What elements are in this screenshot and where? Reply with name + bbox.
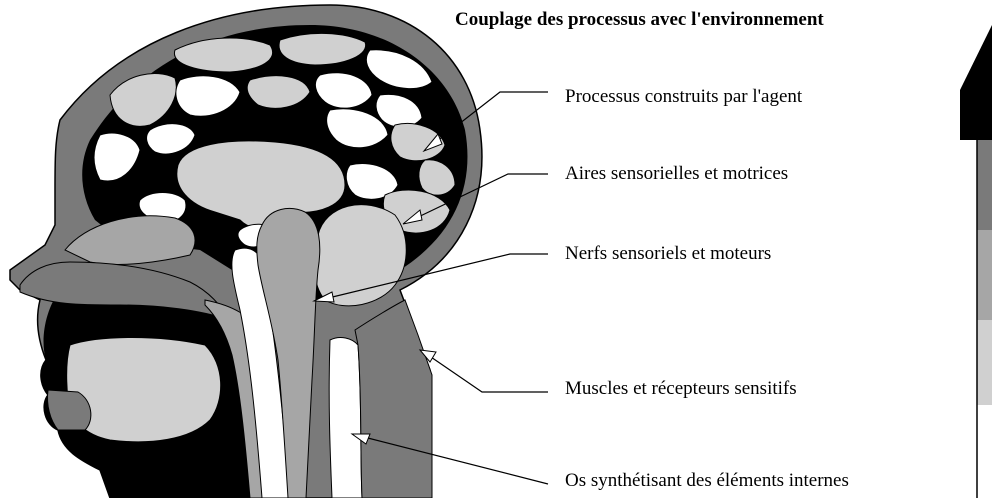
label-os-synthetisant: Os synthétisant des éléments internes [565,470,849,492]
label-aires-sensorielles: Aires sensorielles et motrices [565,163,788,185]
diagram-title: Couplage des processus avec l'environnem… [455,9,824,31]
neck-muscle [355,300,432,498]
leader-line-3 [428,355,548,392]
gradient-scale [960,25,992,498]
neck-bone [329,338,362,498]
tongue [67,338,221,442]
scale-band-white [977,405,992,498]
label-muscles-recepteurs: Muscles et récepteurs sensitifs [565,378,797,400]
scale-band-light-gray [977,320,992,405]
scale-band-mid-gray [977,230,992,320]
scale-band-black [977,95,992,140]
scale-band-dark-gray [977,140,992,230]
label-processus-construits: Processus construits par l'agent [565,86,802,108]
label-nerfs-sensoriels: Nerfs sensoriels et moteurs [565,243,771,265]
